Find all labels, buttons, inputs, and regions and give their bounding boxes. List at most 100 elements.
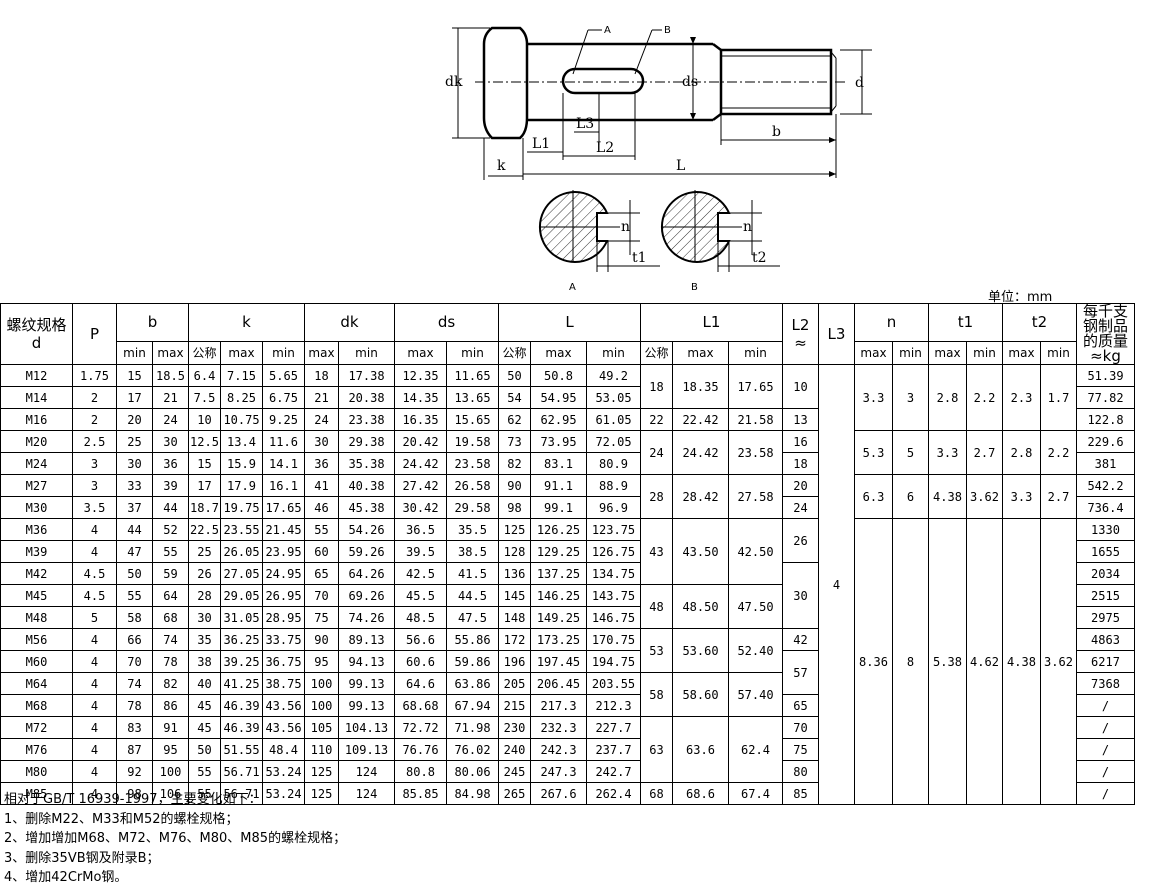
cell-thread-size: M72 (0, 716, 73, 739)
cell-l1-nominal: 48 (640, 584, 673, 629)
spec-table: 螺纹规格 d P b k dk ds L L1 L2 ≈ L3 n t1 t2 … (0, 303, 1135, 805)
cell-l1-max: 48.50 (672, 584, 729, 629)
cell-l2: 24 (782, 496, 819, 519)
cell-ds-min: 80.06 (446, 760, 499, 783)
cell-dk-min: 124 (338, 760, 395, 783)
cell-b-min: 92 (116, 760, 153, 783)
l3-label: L3 (576, 116, 594, 132)
cell-l-min: 146.75 (586, 606, 641, 629)
cell-l-max: 54.95 (530, 386, 587, 409)
cell-dk-min: 99.13 (338, 694, 395, 717)
cell-dk-min: 109.13 (338, 738, 395, 761)
cell-t2-max: 2.8 (1002, 430, 1041, 475)
cell-thread-size: M27 (0, 474, 73, 497)
section-b-label: B (691, 282, 698, 292)
cell-dk-max: 90 (304, 628, 339, 651)
cell-l-nominal: 73 (498, 430, 531, 453)
subheader-k-nominal: 公称 (188, 340, 221, 366)
cell-b-min: 33 (116, 474, 153, 497)
cell-l1-min: 17.65 (728, 364, 783, 409)
cell-dk-max: 125 (304, 760, 339, 783)
cell-ds-min: 19.58 (446, 430, 499, 453)
cell-b-min: 20 (116, 408, 153, 431)
cell-l1-max: 18.35 (672, 364, 729, 409)
cell-ds-min: 29.58 (446, 496, 499, 519)
cell-l-min: 49.2 (586, 364, 641, 387)
cell-l1-max: 28.42 (672, 474, 729, 519)
cell-dk-max: 75 (304, 606, 339, 629)
cell-ds-max: 56.6 (394, 628, 447, 651)
header-l2: L2 ≈ (782, 303, 819, 365)
bolt-drawing: dk ds d A B L3 L1 L2 b k L n (445, 25, 872, 292)
cell-b-max: 74 (152, 628, 189, 651)
cell-ds-min: 67.94 (446, 694, 499, 717)
cell-l3: 4 (818, 364, 855, 805)
header-ds: ds (394, 303, 499, 342)
cell-t2-min: 1.7 (1040, 364, 1077, 431)
cell-l2: 30 (782, 562, 819, 629)
cell-t1-max: 2.8 (928, 364, 967, 431)
cell-dk-min: 74.26 (338, 606, 395, 629)
cell-b-max: 59 (152, 562, 189, 585)
ds-label: ds (682, 74, 698, 90)
cell-dk-max: 125 (304, 782, 339, 805)
cell-n-min: 5 (892, 430, 929, 475)
cell-t1-min: 4.62 (966, 518, 1003, 805)
cell-mass: 2515 (1076, 584, 1135, 607)
note-item: 1、删除M22、M33和M52的螺栓规格； (4, 811, 239, 827)
header-thread-spec: 螺纹规格 d (0, 303, 73, 365)
cell-l1-nominal: 24 (640, 430, 673, 475)
cell-b-max: 21 (152, 386, 189, 409)
cell-pitch: 1.75 (72, 364, 117, 387)
section-b-n-label: n (743, 219, 752, 235)
cell-l1-max: 22.42 (672, 408, 729, 431)
cell-n-max: 6.3 (854, 474, 893, 519)
cell-l-max: 50.8 (530, 364, 587, 387)
cell-l-min: 203.55 (586, 672, 641, 695)
cell-mass: / (1076, 760, 1135, 783)
cell-k-min: 21.45 (262, 518, 305, 541)
cell-ds-max: 20.42 (394, 430, 447, 453)
cell-pitch: 4.5 (72, 562, 117, 585)
cell-ds-max: 30.42 (394, 496, 447, 519)
header-n: n (854, 303, 929, 342)
subheader-k-max: max (220, 340, 263, 366)
subheader-ds-max: max (394, 340, 447, 366)
cell-ds-max: 12.35 (394, 364, 447, 387)
d-label: d (855, 75, 864, 91)
cell-l1-nominal: 58 (640, 672, 673, 717)
cell-l1-nominal: 68 (640, 782, 673, 805)
cell-thread-size: M39 (0, 540, 73, 563)
header-l1: L1 (640, 303, 783, 342)
cell-l-min: 170.75 (586, 628, 641, 651)
cell-l-min: 72.05 (586, 430, 641, 453)
cell-k-nominal: 45 (188, 716, 221, 739)
cell-b-max: 64 (152, 584, 189, 607)
cell-b-min: 98 (116, 782, 153, 805)
cell-l1-nominal: 53 (640, 628, 673, 673)
cell-l1-max: 68.6 (672, 782, 729, 805)
cell-l2: 26 (782, 518, 819, 563)
cell-thread-size: M36 (0, 518, 73, 541)
cell-l-min: 88.9 (586, 474, 641, 497)
cell-dk-min: 29.38 (338, 430, 395, 453)
cell-l-nominal: 125 (498, 518, 531, 541)
cell-ds-min: 76.02 (446, 738, 499, 761)
header-b: b (116, 303, 189, 342)
cell-l-nominal: 240 (498, 738, 531, 761)
cell-pitch: 4 (72, 760, 117, 783)
cell-k-min: 36.75 (262, 650, 305, 673)
subheader-l-min: min (586, 340, 641, 366)
k-label: k (497, 158, 506, 174)
subheader-n-max: max (854, 340, 893, 366)
cell-l-min: 61.05 (586, 408, 641, 431)
cell-ds-max: 72.72 (394, 716, 447, 739)
cell-k-min: 24.95 (262, 562, 305, 585)
subheader-t1-max: max (928, 340, 967, 366)
cell-t2-min: 3.62 (1040, 518, 1077, 805)
cell-k-max: 27.05 (220, 562, 263, 585)
leader-a-label: A (604, 25, 611, 36)
cell-dk-max: 105 (304, 716, 339, 739)
